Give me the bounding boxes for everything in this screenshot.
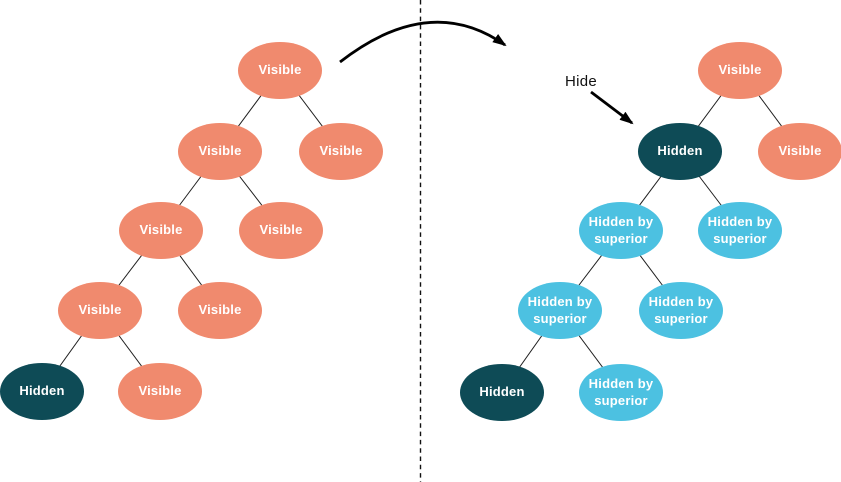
tree-node-label: Visible	[198, 302, 242, 318]
tree-node-label: Visible	[139, 222, 183, 238]
tree-node: Visible	[758, 123, 841, 180]
hide-annotation: Hide	[564, 73, 598, 90]
tree-node: Visible	[698, 42, 782, 99]
tree-node: Visible	[299, 123, 383, 180]
tree-node-label: Visible	[718, 62, 762, 78]
tree-node-label: Visible	[778, 143, 822, 159]
tree-node: Visible	[119, 202, 203, 259]
tree-node: Visible	[178, 123, 262, 180]
tree-node-label: Hidden by superior	[648, 294, 714, 326]
hide-arrow	[590, 90, 634, 125]
tree-node: Visible	[178, 282, 262, 339]
tree-node-label: Visible	[258, 62, 302, 78]
tree-node: Visible	[58, 282, 142, 339]
tree-node-label: Hidden	[19, 383, 65, 399]
tree-node-label: Hidden by superior	[588, 376, 654, 408]
tree-node: Hidden by superior	[518, 282, 602, 339]
tree-node: Hidden by superior	[698, 202, 782, 259]
tree-node-label: Hidden	[657, 143, 703, 159]
tree-node: Hidden by superior	[579, 202, 663, 259]
tree-node-label: Visible	[259, 222, 303, 238]
tree-node: Hidden	[638, 123, 722, 180]
tree-node-label: Hidden by superior	[588, 214, 654, 246]
tree-node-label: Hidden by superior	[527, 294, 593, 326]
tree-node: Hidden by superior	[579, 364, 663, 421]
tree-node: Hidden	[460, 364, 544, 421]
tree-node: Hidden by superior	[639, 282, 723, 339]
tree-node: Visible	[118, 363, 202, 420]
tree-node: Visible	[238, 42, 322, 99]
tree-node: Visible	[239, 202, 323, 259]
tree-node-label: Visible	[319, 143, 363, 159]
tree-node-label: Hidden	[479, 384, 525, 400]
tree-node-label: Visible	[138, 383, 182, 399]
tree-node-label: Visible	[198, 143, 242, 159]
tree-node-label: Visible	[78, 302, 122, 318]
transform-arrow	[339, 20, 507, 64]
tree-node-label: Hidden by superior	[707, 214, 773, 246]
tree-node: Hidden	[0, 363, 84, 420]
